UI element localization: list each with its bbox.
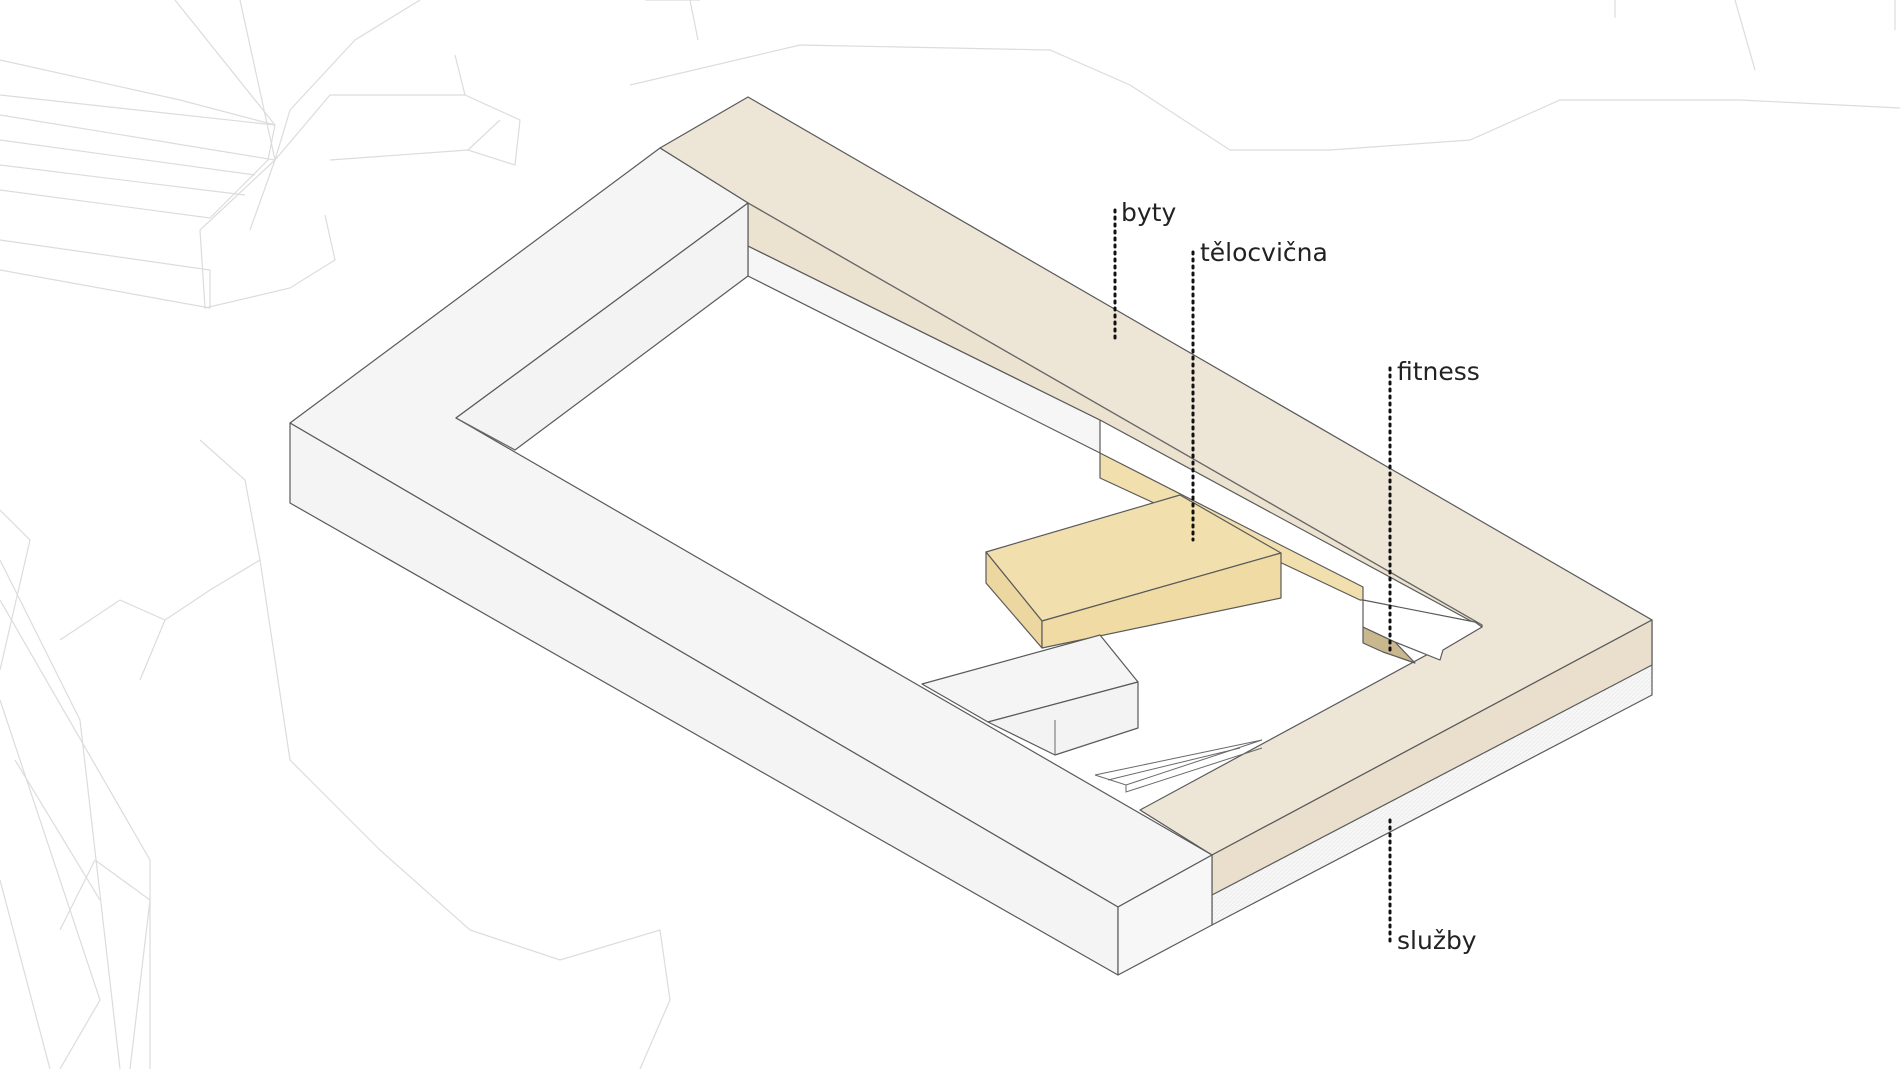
label-byty: byty xyxy=(1121,198,1177,227)
annex-block xyxy=(921,634,1139,756)
gym-block xyxy=(985,452,1364,649)
ramp xyxy=(1094,739,1263,793)
label-sluzby: služby xyxy=(1397,926,1477,955)
fitness-void xyxy=(1362,599,1483,661)
label-telocvicna: tělocvična xyxy=(1200,238,1328,267)
label-fitness: fitness xyxy=(1397,357,1480,386)
ground-floor-block xyxy=(289,147,1213,976)
leader-lines xyxy=(1113,208,1392,947)
